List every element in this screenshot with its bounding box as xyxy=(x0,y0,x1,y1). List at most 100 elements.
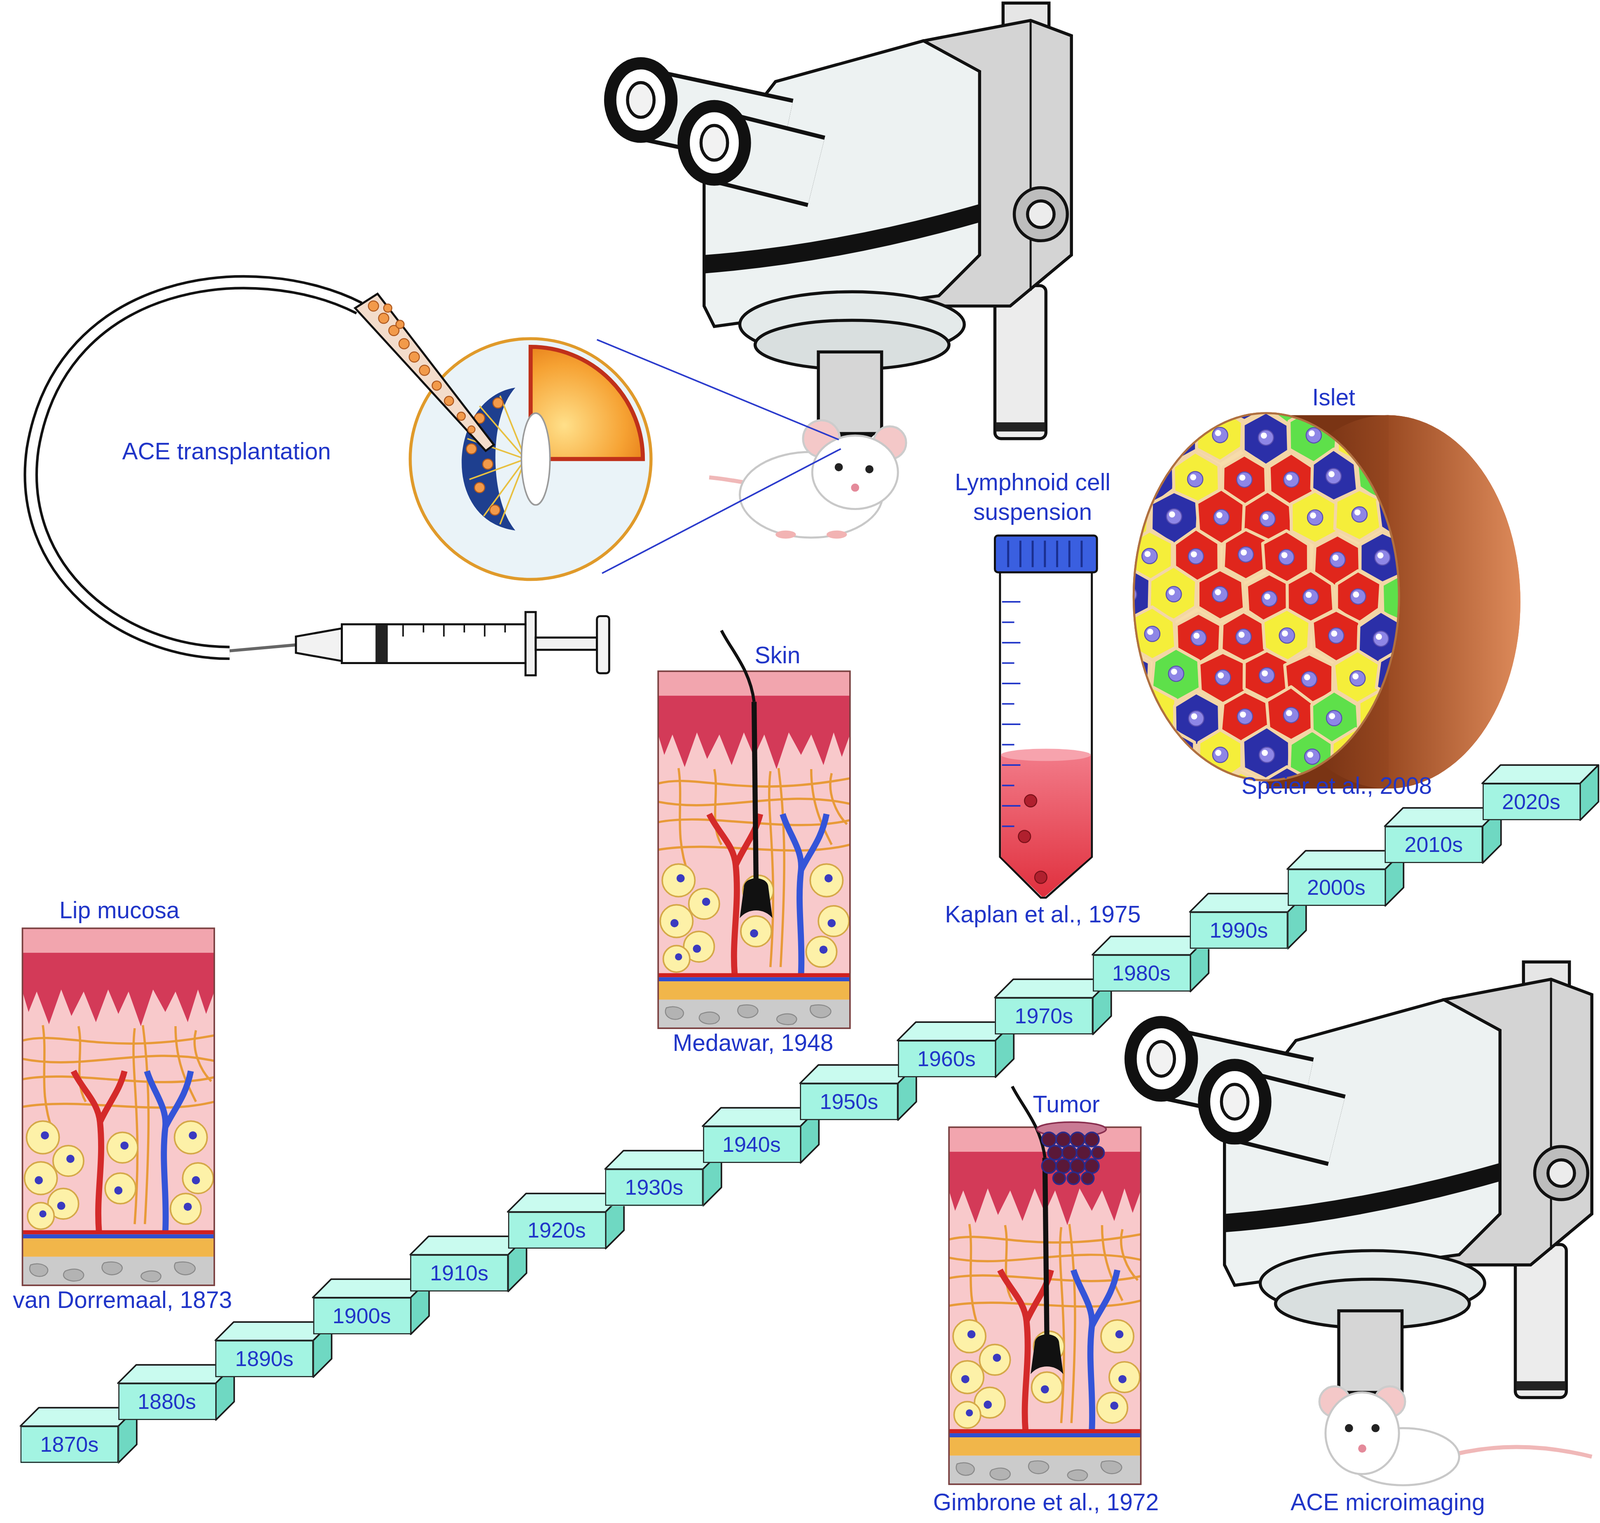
syringe-part xyxy=(402,624,506,637)
timeline-step: 1890s xyxy=(215,1340,314,1378)
nucleus-highlight xyxy=(1396,668,1403,675)
timeline-step: 2010s xyxy=(1384,826,1483,864)
text-holder: Lymphnoid cell suspension xyxy=(940,468,1125,529)
cell-nucleus xyxy=(1375,709,1391,725)
nucleus-highlight xyxy=(1235,792,1242,799)
cell-nucleus xyxy=(1419,551,1436,567)
nucleus-highlight xyxy=(1171,668,1178,675)
falcon-tube-part-part xyxy=(1002,805,1021,807)
step-label: 1890s xyxy=(235,1345,294,1373)
timeline-step: 1870s xyxy=(20,1426,119,1464)
step-label: 1880s xyxy=(137,1388,197,1416)
falcon-tube-part-part xyxy=(1043,540,1046,567)
islet-cell xyxy=(1401,611,1448,665)
step-side-face xyxy=(1580,765,1599,821)
falcon-tube-part-part xyxy=(1002,764,1021,767)
cell-nucleus xyxy=(1237,709,1253,725)
tissue-tumor-part-part-part xyxy=(1081,1172,1094,1185)
islet-cell xyxy=(1150,730,1195,781)
falcon-tube-part-part xyxy=(1002,662,1015,665)
nucleus-highlight xyxy=(1281,630,1289,637)
islet-cell xyxy=(1290,491,1339,544)
nucleus-highlight xyxy=(1168,511,1176,518)
citation-label: Medawar, 1948 xyxy=(672,1028,834,1059)
tissue-tumor-part-part-part xyxy=(1084,1159,1099,1174)
cell-nucleus xyxy=(1212,747,1228,763)
syringe-part xyxy=(229,644,298,652)
syringe-part xyxy=(525,612,536,676)
cell-nucleus xyxy=(1235,629,1251,645)
tissue-node: SkinMedawar, 1948 xyxy=(658,671,851,1029)
cell-nucleus xyxy=(1259,747,1275,763)
falcon-tube-part-part xyxy=(1019,540,1022,567)
pipette-part-part xyxy=(467,426,475,434)
pipette-part-part xyxy=(398,338,410,350)
nucleus-highlight xyxy=(1120,514,1127,521)
node-heading: Lymphnoid cell suspension xyxy=(940,468,1125,529)
tissue-lip xyxy=(22,928,215,1286)
nucleus-highlight xyxy=(1120,671,1127,678)
tube-node: Lymphnoid cell suspensionKaplan et al., … xyxy=(994,535,1097,898)
islet-part xyxy=(1133,413,1399,781)
pipette-part-part xyxy=(432,381,442,391)
syringe-part-part xyxy=(402,624,404,637)
nucleus-highlight xyxy=(1262,513,1269,521)
cell-nucleus xyxy=(1302,589,1319,605)
syringe-part xyxy=(535,637,598,651)
falcon-tube-part-part xyxy=(1018,830,1031,844)
mouse-bottom-part xyxy=(1371,1424,1380,1433)
tissue-node: TumorGimbrone et al., 1972 xyxy=(948,1127,1141,1485)
nucleus-highlight xyxy=(1168,589,1175,596)
eye-section-part xyxy=(467,395,526,525)
falcon-tube-part-part xyxy=(1002,703,1015,706)
mouse-bottom xyxy=(1319,1386,1592,1486)
cell-nucleus xyxy=(1393,665,1409,682)
islet-part xyxy=(1255,415,1521,789)
text-holder: ACE microimaging xyxy=(1290,1487,1486,1519)
nucleus-highlight xyxy=(1352,673,1359,680)
step-label: 2010s xyxy=(1404,831,1463,859)
cell-nucleus xyxy=(1188,710,1205,727)
falcon-tube-part-part xyxy=(1034,871,1048,884)
illustration-label: ACE microimaging xyxy=(1290,1487,1486,1519)
cell-nucleus xyxy=(1373,631,1389,647)
falcon-tube xyxy=(994,535,1097,898)
falcon-tube-part-part xyxy=(1002,723,1021,726)
islet xyxy=(1082,366,1521,825)
falcon-tube-part xyxy=(994,535,1097,573)
node-heading: Tumor xyxy=(1033,1089,1100,1120)
cell-nucleus xyxy=(1351,431,1368,447)
falcon-tube-part-part xyxy=(1002,601,1021,603)
nucleus-highlight xyxy=(1193,632,1200,640)
cell-nucleus xyxy=(1098,547,1115,563)
tissue-tumor-part-part-part xyxy=(1041,1159,1057,1174)
citation-label: Speier et al., 2008 xyxy=(1241,771,1432,802)
node-heading: Islet xyxy=(1311,382,1355,413)
mouse-top-part xyxy=(865,465,874,474)
cell-nucleus xyxy=(1306,427,1322,443)
microscope-bottom xyxy=(1130,962,1592,1408)
nucleus-highlight xyxy=(1214,589,1221,596)
text-holder: Skin xyxy=(754,641,801,672)
text-holder: ACE transplantation xyxy=(121,437,331,468)
falcon-tube-part xyxy=(1000,754,1091,897)
islet-cell xyxy=(1173,770,1221,824)
cell-nucleus xyxy=(1118,512,1134,528)
cell-nucleus xyxy=(1328,627,1344,644)
pipette-part-part xyxy=(409,351,420,363)
nucleus-highlight xyxy=(1419,632,1427,640)
cell-nucleus xyxy=(1349,670,1366,687)
cell-nucleus xyxy=(1166,508,1182,525)
cell-nucleus xyxy=(1283,707,1299,723)
falcon-tube-part-part xyxy=(1056,540,1059,567)
timeline-step: 1950s xyxy=(800,1083,899,1121)
nucleus-highlight xyxy=(1190,474,1197,481)
step-label: 1930s xyxy=(625,1173,684,1202)
step-label: 2020s xyxy=(1501,788,1561,816)
islet-cell xyxy=(1309,372,1359,425)
nucleus-highlight xyxy=(1192,392,1199,399)
pipette-part-part xyxy=(456,412,466,421)
step-label: 1950s xyxy=(819,1088,879,1116)
cell-nucleus xyxy=(1166,586,1182,603)
catheter-tube xyxy=(30,282,360,654)
